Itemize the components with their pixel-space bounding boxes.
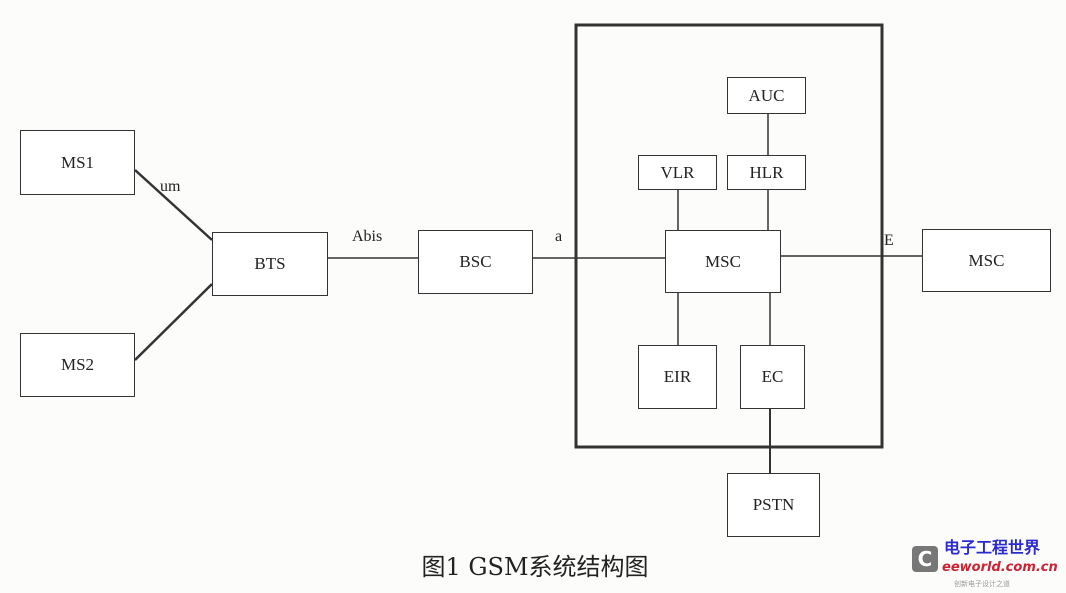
node-label: MSC [968,250,1005,270]
interface-um-label: um [160,178,181,195]
ms2-bts-link [134,283,213,361]
node-ec: EC [740,345,805,409]
logo-en-text: eeworld.com.cn [942,560,1058,575]
logo-mark-icon: C [912,546,938,572]
interface-e-label: E [884,232,894,249]
node-label: BSC [459,252,492,271]
interface-abis-label: Abis [352,228,383,245]
node-pstn: PSTN [727,473,820,537]
node-msc-remote: MSC [922,229,1051,292]
eeworld-watermark-logo: C 电子工程世界 eeworld.com.cn 创新电子设计之道 [910,538,1064,593]
node-ms1: MS1 [20,130,135,195]
node-msc: MSC [665,230,781,293]
node-label: BTS [254,254,286,273]
node-label: EC [761,367,784,386]
node-bts: BTS [212,232,328,296]
node-label: MS1 [60,152,95,172]
node-auc: AUC [727,77,806,114]
node-label: EIR [663,367,692,386]
node-label: PSTN [752,495,795,514]
node-label: AUC [748,85,785,105]
node-hlr: HLR [727,155,806,190]
interface-a-label: a [555,228,563,245]
node-eir: EIR [638,345,717,409]
node-vlr: VLR [638,155,717,190]
node-ms2: MS2 [20,333,135,397]
node-label: MSC [705,251,741,271]
node-label: VLR [660,162,695,182]
node-label: HLR [749,162,784,182]
msc-subsystem-frame [574,23,884,449]
figure-caption: 图1 GSM系统结构图 [421,553,649,581]
logo-sub-text: 创新电子设计之道 [954,580,1010,588]
node-bsc: BSC [418,230,533,294]
node-label: MS2 [60,355,95,374]
ms1-bts-link [134,169,213,241]
logo-cn-text: 电子工程世界 [944,538,1041,557]
